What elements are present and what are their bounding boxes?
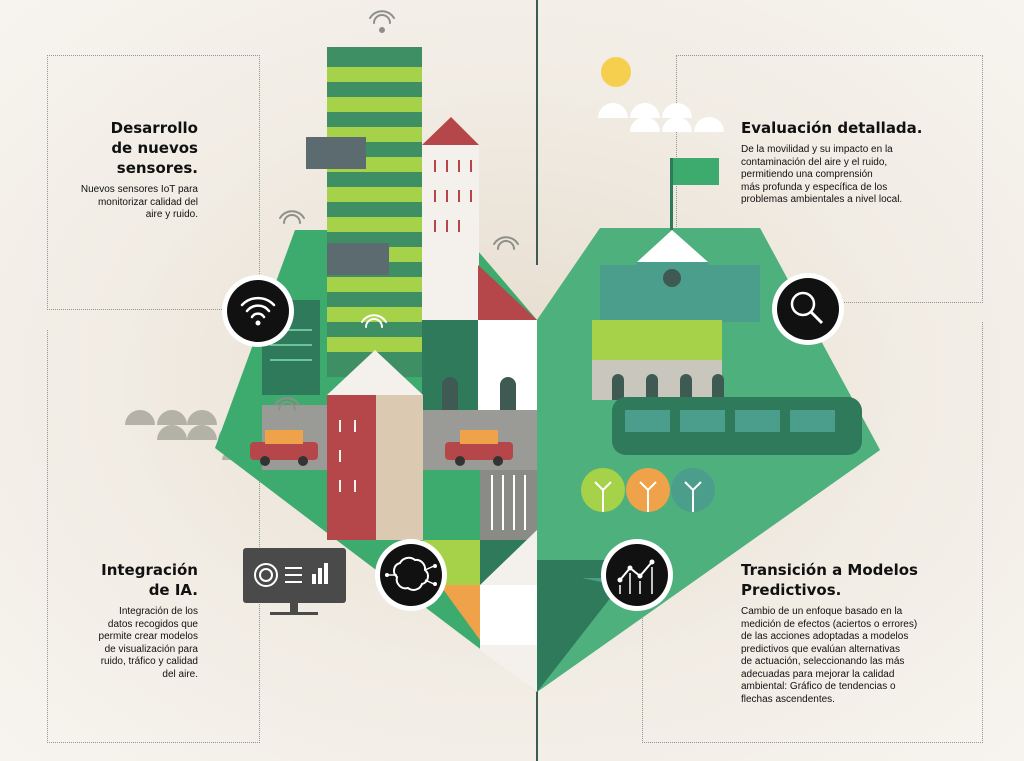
wifi-icon xyxy=(222,275,294,347)
car-right xyxy=(445,430,513,466)
body-line: permitiendo una comprensión xyxy=(741,169,873,180)
body-line: contaminación del aire y el ruido, xyxy=(741,156,888,168)
title-line: de IA. xyxy=(148,581,198,599)
section-title: Integración de IA. xyxy=(60,560,198,600)
title-line: Evaluación detallada. xyxy=(741,119,923,137)
body-line: flechas ascendentes. xyxy=(741,693,835,705)
body-line: medición de efectos (aciertos o errores) xyxy=(741,618,918,630)
car-left xyxy=(250,430,318,466)
flag xyxy=(673,158,719,185)
trend-chart-icon xyxy=(601,539,673,611)
striped-tower xyxy=(327,47,422,377)
title-line: Desarrollo xyxy=(110,119,198,137)
body-line: Nuevos sensores IoT para xyxy=(80,184,198,195)
white-building xyxy=(422,145,479,320)
body-line: problemas ambientales a nivel local. xyxy=(741,194,903,205)
body-line: de las acciones adoptadas a modelos xyxy=(741,631,909,642)
section-sensors: Desarrollo de nuevos sensores. Nuevos sens… xyxy=(60,118,198,222)
sun xyxy=(601,57,631,87)
title-line: Predictivos. xyxy=(741,581,842,599)
ai-brain-icon xyxy=(375,539,447,611)
monitor-icon xyxy=(243,548,346,615)
title-line: sensores. xyxy=(116,159,198,177)
section-title: Evaluación detallada. xyxy=(741,118,976,138)
body-line: ambiental: Gráfico de tendencias o xyxy=(741,681,896,692)
section-evaluation: Evaluación detallada. De la movilidad y … xyxy=(741,118,976,207)
title-line: Transición a Modelos xyxy=(741,561,918,579)
body-line: De la movilidad y su impacto en la xyxy=(741,144,893,155)
frame-sensors xyxy=(47,55,260,310)
body-line: adecuadas para mejorar la calidad xyxy=(741,668,895,680)
frame-ai xyxy=(47,330,260,743)
body-line: monitorizar calidad del xyxy=(97,196,198,208)
wifi-signals xyxy=(274,10,519,411)
clouds-right xyxy=(598,103,724,132)
body-line: permite crear modelos xyxy=(98,631,198,642)
body-line: aire y ruido. xyxy=(145,209,198,220)
body-line: más profunda y específica de los xyxy=(741,181,888,193)
flag-pole xyxy=(670,158,673,230)
body-line: datos recogidos que xyxy=(107,618,198,630)
magnifier-icon xyxy=(772,273,844,345)
body-line: de visualización para xyxy=(104,643,198,655)
body-line: del aire. xyxy=(162,668,198,680)
body-line: ruido, tráfico y calidad xyxy=(100,656,198,667)
trees xyxy=(581,468,715,512)
title-line: de nuevos xyxy=(111,139,198,157)
title-line: Integración xyxy=(101,561,198,579)
body-line: predictivos que evalúan alternativas xyxy=(741,643,900,655)
body-line: de actuación, seleccionando las más xyxy=(741,656,905,667)
body-line: Integración de los xyxy=(119,606,198,617)
red-house xyxy=(327,395,376,540)
body-line: Cambio de un enfoque basado en la xyxy=(741,606,903,617)
section-title: Desarrollo de nuevos sensores. xyxy=(60,118,198,178)
